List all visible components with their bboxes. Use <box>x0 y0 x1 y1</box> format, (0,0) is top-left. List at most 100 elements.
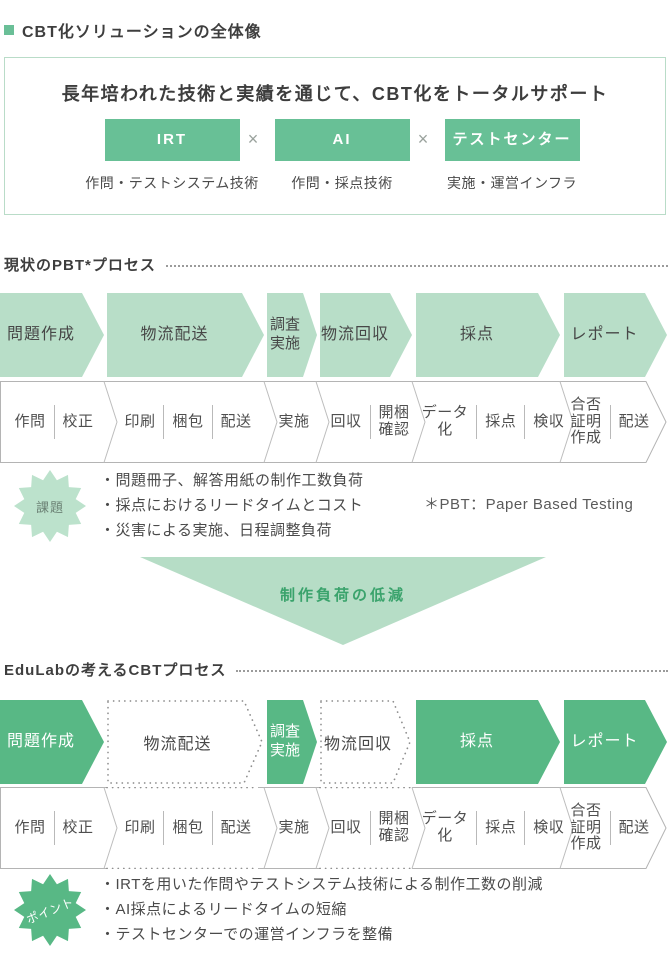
step-label: 採点 <box>459 326 494 343</box>
step-label: 調査 実施 <box>269 723 300 759</box>
pbt-step-arrow-6: レポート <box>564 293 667 377</box>
step-label: レポート <box>570 326 639 343</box>
step-label: 採点 <box>459 733 494 750</box>
substep-label: 印刷 <box>124 412 156 430</box>
cbt-section-header: EduLabの考えるCBTプロセス <box>4 659 668 680</box>
substep-group-3: 実施 <box>268 381 320 463</box>
issues-badge: 課題 <box>14 470 86 542</box>
substep-label: 合否 証明 作成 <box>570 395 602 447</box>
pillar-testcenter-box: テストセンター <box>444 119 580 161</box>
substep-label: データ 化 <box>421 404 469 438</box>
cbt-step-arrow-6: レポート <box>564 700 667 784</box>
substep-divider <box>369 811 371 845</box>
dotted-arrow-outline <box>320 700 411 784</box>
substep-group-1: 作問校正 <box>0 787 108 869</box>
substep-group-5: データ 化採点検収 <box>420 787 566 869</box>
step-label: 問題作成 <box>6 733 75 750</box>
pbt-step-arrow-5: 採点 <box>416 293 560 377</box>
cbt-step-arrow-4-skipped: 物流回収 <box>320 700 412 784</box>
substep-divider <box>476 405 478 439</box>
step-label: 物流回収 <box>323 736 392 753</box>
substep-label: 回収 <box>330 818 362 836</box>
substep-divider <box>609 811 611 845</box>
substep-label: 実施 <box>278 818 310 836</box>
substep-label: 開梱 確認 <box>378 404 410 438</box>
pillar-testcenter-caption: 実施・運営インフラ <box>446 175 578 191</box>
substep-label: 検収 <box>533 412 565 430</box>
substep-label: 採点 <box>485 818 517 836</box>
substep-group-1: 作問校正 <box>0 381 108 463</box>
cbt-step-arrow-5: 採点 <box>416 700 560 784</box>
substep-label: 校正 <box>62 818 94 836</box>
substep-label: 配送 <box>618 818 650 836</box>
transition-label: 制作負荷の低減 <box>279 587 406 604</box>
cbt-step-arrow-2-skipped: 物流配送 <box>107 700 264 784</box>
pbt-section-header: 現状のPBT*プロセス <box>4 254 668 275</box>
band-outline <box>0 381 667 463</box>
substep-group-2: 印刷梱包配送 <box>112 787 264 869</box>
substep-label: 採点 <box>485 412 517 430</box>
substep-label: 校正 <box>62 412 94 430</box>
substep-divider <box>53 811 55 845</box>
pillar-irt-box: IRT <box>104 119 240 161</box>
substep-label: 配送 <box>220 412 252 430</box>
pbt-step-arrow-4: 物流回収 <box>320 293 412 377</box>
pbt-step-row: 問題作成 物流配送 調査 実施 物流回収 採点 レポート <box>0 293 670 377</box>
step-label: 物流回収 <box>320 326 389 343</box>
cbt-substep-band: 作問校正 印刷梱包配送 実施 回収開梱 確認 データ 化採点検収 合否 証明 作… <box>0 787 670 869</box>
substep-label: 合否 証明 作成 <box>570 801 602 853</box>
pillar-ai: AI 作問・採点技術 <box>259 119 425 193</box>
pillar-ai-caption: 作問・採点技術 <box>291 175 393 191</box>
dotted-leader <box>165 264 668 267</box>
pbt-section-title: 現状のPBT*プロセス <box>4 257 156 274</box>
substep-label: 開梱 確認 <box>378 810 410 844</box>
step-label: 調査 実施 <box>269 316 300 352</box>
substep-label: 作問 <box>14 818 46 836</box>
substep-divider <box>163 811 165 845</box>
substep-divider <box>163 405 165 439</box>
band-outline <box>0 787 667 869</box>
point-item: ・AI採点によるリードタイムの短縮 <box>100 901 347 918</box>
substep-label: 実施 <box>278 412 310 430</box>
cbt-step-row: 問題作成 物流配送 調査 実施 物流回収 採点 レポート <box>0 700 670 784</box>
hero-panel: 長年培われた技術と実績を通じて、CBT化をトータルサポート IRT 作問・テスト… <box>4 57 666 215</box>
dotted-leader <box>236 669 668 672</box>
pbt-substep-band: 作問校正 印刷梱包配送 実施 回収開梱 確認 データ 化採点検収 合否 証明 作… <box>0 381 670 463</box>
substep-group-5: データ 化採点検収 <box>420 381 566 463</box>
pbt-step-arrow-2: 物流配送 <box>107 293 264 377</box>
points-badge-label: ポイント <box>24 894 76 927</box>
substep-divider <box>524 811 526 845</box>
dotted-arrow-outline <box>107 700 263 784</box>
pbt-step-arrow-3: 調査 実施 <box>267 293 317 377</box>
step-label: 物流配送 <box>140 326 209 343</box>
substep-group-4: 回収開梱 確認 <box>322 787 418 869</box>
step-label: 物流配送 <box>143 736 212 753</box>
substep-label: 梱包 <box>172 818 204 836</box>
substep-divider <box>369 405 371 439</box>
substep-label: 印刷 <box>124 818 156 836</box>
substep-divider <box>609 405 611 439</box>
substep-group-4: 回収開梱 確認 <box>322 381 418 463</box>
substep-divider <box>211 405 213 439</box>
pbt-step-arrow-1: 問題作成 <box>0 293 104 377</box>
substep-divider <box>211 811 213 845</box>
issue-item: ・問題冊子、解答用紙の制作工数負荷 <box>100 472 364 489</box>
point-item: ・テストセンターでの運営インフラを整備 <box>100 926 394 943</box>
substep-group-6: 合否 証明 作成配送 <box>566 381 654 463</box>
page-header: CBT化ソリューションの全体像 <box>4 18 262 42</box>
substep-label: 回収 <box>330 412 362 430</box>
substep-label: 配送 <box>618 412 650 430</box>
substep-label: データ 化 <box>421 810 469 844</box>
step-label: 問題作成 <box>6 326 75 343</box>
multiply-icon: × <box>247 129 259 149</box>
pillar-testcenter: テストセンター 実施・運営インフラ <box>424 119 600 193</box>
substep-group-3: 実施 <box>268 787 320 869</box>
cbt-step-arrow-1: 問題作成 <box>0 700 104 784</box>
cbt-section-title: EduLabの考えるCBTプロセス <box>4 662 227 679</box>
page-title: CBT化ソリューションの全体像 <box>22 24 262 41</box>
multiply-icon: × <box>417 129 429 149</box>
substep-divider <box>524 405 526 439</box>
issues-list: ・問題冊子、解答用紙の制作工数負荷 ・採点におけるリードタイムとコスト ・災害に… <box>100 468 364 543</box>
pillar-irt: IRT 作問・テストシステム技術 <box>65 119 279 193</box>
